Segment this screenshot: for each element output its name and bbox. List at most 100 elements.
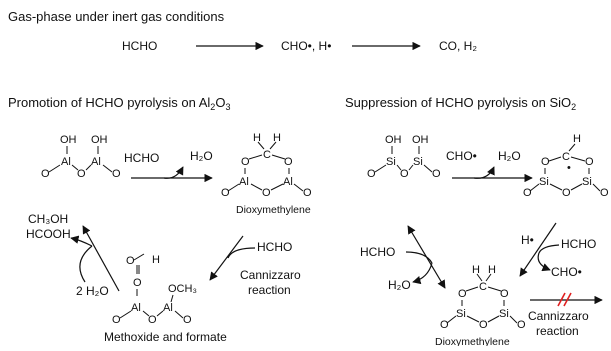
al-product-formic-acid: HCOOH xyxy=(26,227,71,241)
svg-text:OH: OH xyxy=(385,134,402,146)
al-methoxide-formate: O H O OCH₃ Al Al O O O xyxy=(112,253,197,326)
al-water-release-arrow xyxy=(163,166,184,179)
svg-text:O: O xyxy=(148,314,157,326)
left-heading: Promotion of HCHO pyrolysis on Al2O3 xyxy=(8,95,230,112)
svg-text:Si: Si xyxy=(386,156,396,168)
al-dioxymethylene: H H C O O Al Al O O O xyxy=(221,132,312,199)
svg-text:Al: Al xyxy=(91,156,101,168)
gas-intermediate: CHO•, H• xyxy=(281,39,331,53)
svg-text:OH: OH xyxy=(91,134,108,146)
svg-text:H: H xyxy=(253,132,261,144)
si-cho-radical: CHO• xyxy=(551,265,582,279)
gas-products: CO, H₂ xyxy=(439,39,477,53)
svg-text:O: O xyxy=(133,277,142,289)
svg-text:H: H xyxy=(573,133,581,145)
svg-text:O: O xyxy=(241,156,250,168)
svg-text:•: • xyxy=(567,162,571,174)
al-reagent-hcho-2: HCHO xyxy=(257,240,292,254)
right-heading: Suppression of HCHO pyrolysis on SiO2 xyxy=(345,95,576,112)
svg-text:H: H xyxy=(152,254,160,266)
al-product-release-arrow xyxy=(70,235,93,247)
svg-text:Si: Si xyxy=(413,156,423,168)
si-hcho-exchange-arrow xyxy=(405,251,433,264)
svg-text:O: O xyxy=(41,168,50,180)
al-reagent-water: 2 H₂O xyxy=(76,284,109,298)
svg-text:Al: Al xyxy=(163,302,173,314)
al-reagent-hcho: HCHO xyxy=(124,151,159,165)
svg-text:O: O xyxy=(517,319,526,331)
svg-text:Si: Si xyxy=(499,308,509,320)
svg-text:C: C xyxy=(562,151,570,163)
svg-text:Al: Al xyxy=(239,176,249,188)
si-h-radical: H• xyxy=(521,233,534,247)
svg-text:H: H xyxy=(472,264,480,276)
al-methoxide-label: Methoxide and formate xyxy=(104,330,227,344)
svg-text:O: O xyxy=(221,187,230,199)
svg-text:O: O xyxy=(367,168,376,180)
svg-text:O: O xyxy=(440,319,449,331)
svg-text:O: O xyxy=(112,314,121,326)
svg-text:O: O xyxy=(500,288,509,300)
al-dioxymethylene-label: Dioxymethylene xyxy=(236,204,311,216)
svg-text:O: O xyxy=(112,168,121,180)
si-water: H₂O xyxy=(388,278,411,292)
al-hydrolysis-arrow xyxy=(82,225,120,292)
svg-text:O: O xyxy=(77,168,86,180)
si-dioxymethylene: H H C O O Si Si O O O xyxy=(440,264,526,331)
al-byproduct-water: H₂O xyxy=(190,149,213,163)
svg-text:OH: OH xyxy=(412,134,429,146)
al-cannizzaro-arrow xyxy=(209,235,244,281)
si-cannizzaro-label-2: reaction xyxy=(536,324,579,338)
si-water-exchange-arrow xyxy=(412,262,433,285)
diagram-title: Gas-phase under inert gas conditions xyxy=(8,9,225,24)
si-radical-dioxymethylene: H C • O O Si Si O O O xyxy=(523,133,609,199)
svg-text:O: O xyxy=(541,156,550,168)
svg-text:Si: Si xyxy=(582,176,592,188)
svg-text:Si: Si xyxy=(539,176,549,188)
gas-reactant: HCHO xyxy=(122,39,157,53)
svg-text:Al: Al xyxy=(61,156,71,168)
al-product-methanol: CH₃OH xyxy=(28,212,68,226)
si-byproduct-water: H₂O xyxy=(498,149,521,163)
svg-text:O: O xyxy=(458,288,467,300)
svg-text:O: O xyxy=(183,314,192,326)
al-water-feed-arrow xyxy=(79,245,93,283)
al-surface-hydroxyl: OH OH Al Al O O O xyxy=(41,134,121,180)
si-h-addition-arrow xyxy=(519,222,557,277)
blocked-reaction-mark xyxy=(557,292,572,307)
svg-text:O: O xyxy=(126,255,135,267)
si-hcho-feed-arrow xyxy=(538,244,560,254)
svg-text:OCH₃: OCH₃ xyxy=(168,283,197,295)
si-reagent-cho-radical: CHO• xyxy=(446,149,477,163)
svg-text:Al: Al xyxy=(283,176,293,188)
si-cannizzaro-label-1: Cannizzaro xyxy=(528,309,589,323)
si-reagent-hcho-left: HCHO xyxy=(360,245,395,259)
svg-text:O: O xyxy=(585,156,594,168)
svg-text:O: O xyxy=(562,187,571,199)
svg-text:O: O xyxy=(400,168,409,180)
svg-text:O: O xyxy=(479,319,488,331)
svg-text:O: O xyxy=(600,187,609,199)
svg-text:O: O xyxy=(523,187,532,199)
svg-text:C: C xyxy=(263,149,271,161)
al-cannizzaro-label-1: Cannizzaro xyxy=(240,268,301,282)
svg-text:O: O xyxy=(262,187,271,199)
si-reagent-hcho: HCHO xyxy=(561,237,596,251)
svg-text:C: C xyxy=(479,281,487,293)
svg-text:Al: Al xyxy=(131,302,141,314)
si-surface-hydroxyl: OH OH Si Si O O O xyxy=(367,134,441,180)
si-dioxymethylene-label: Dioxymethylene xyxy=(435,336,510,346)
al-cannizzaro-label-2: reaction xyxy=(248,283,291,297)
svg-text:H: H xyxy=(273,132,281,144)
al-hcho-feed-arrow xyxy=(227,247,256,259)
svg-text:O: O xyxy=(284,156,293,168)
si-water-release-arrow xyxy=(473,166,495,179)
svg-text:O: O xyxy=(432,168,441,180)
svg-text:O: O xyxy=(303,187,312,199)
svg-text:Si: Si xyxy=(456,308,466,320)
svg-text:H: H xyxy=(488,264,496,276)
si-cho-release-arrow xyxy=(537,252,551,272)
svg-text:OH: OH xyxy=(60,134,77,146)
